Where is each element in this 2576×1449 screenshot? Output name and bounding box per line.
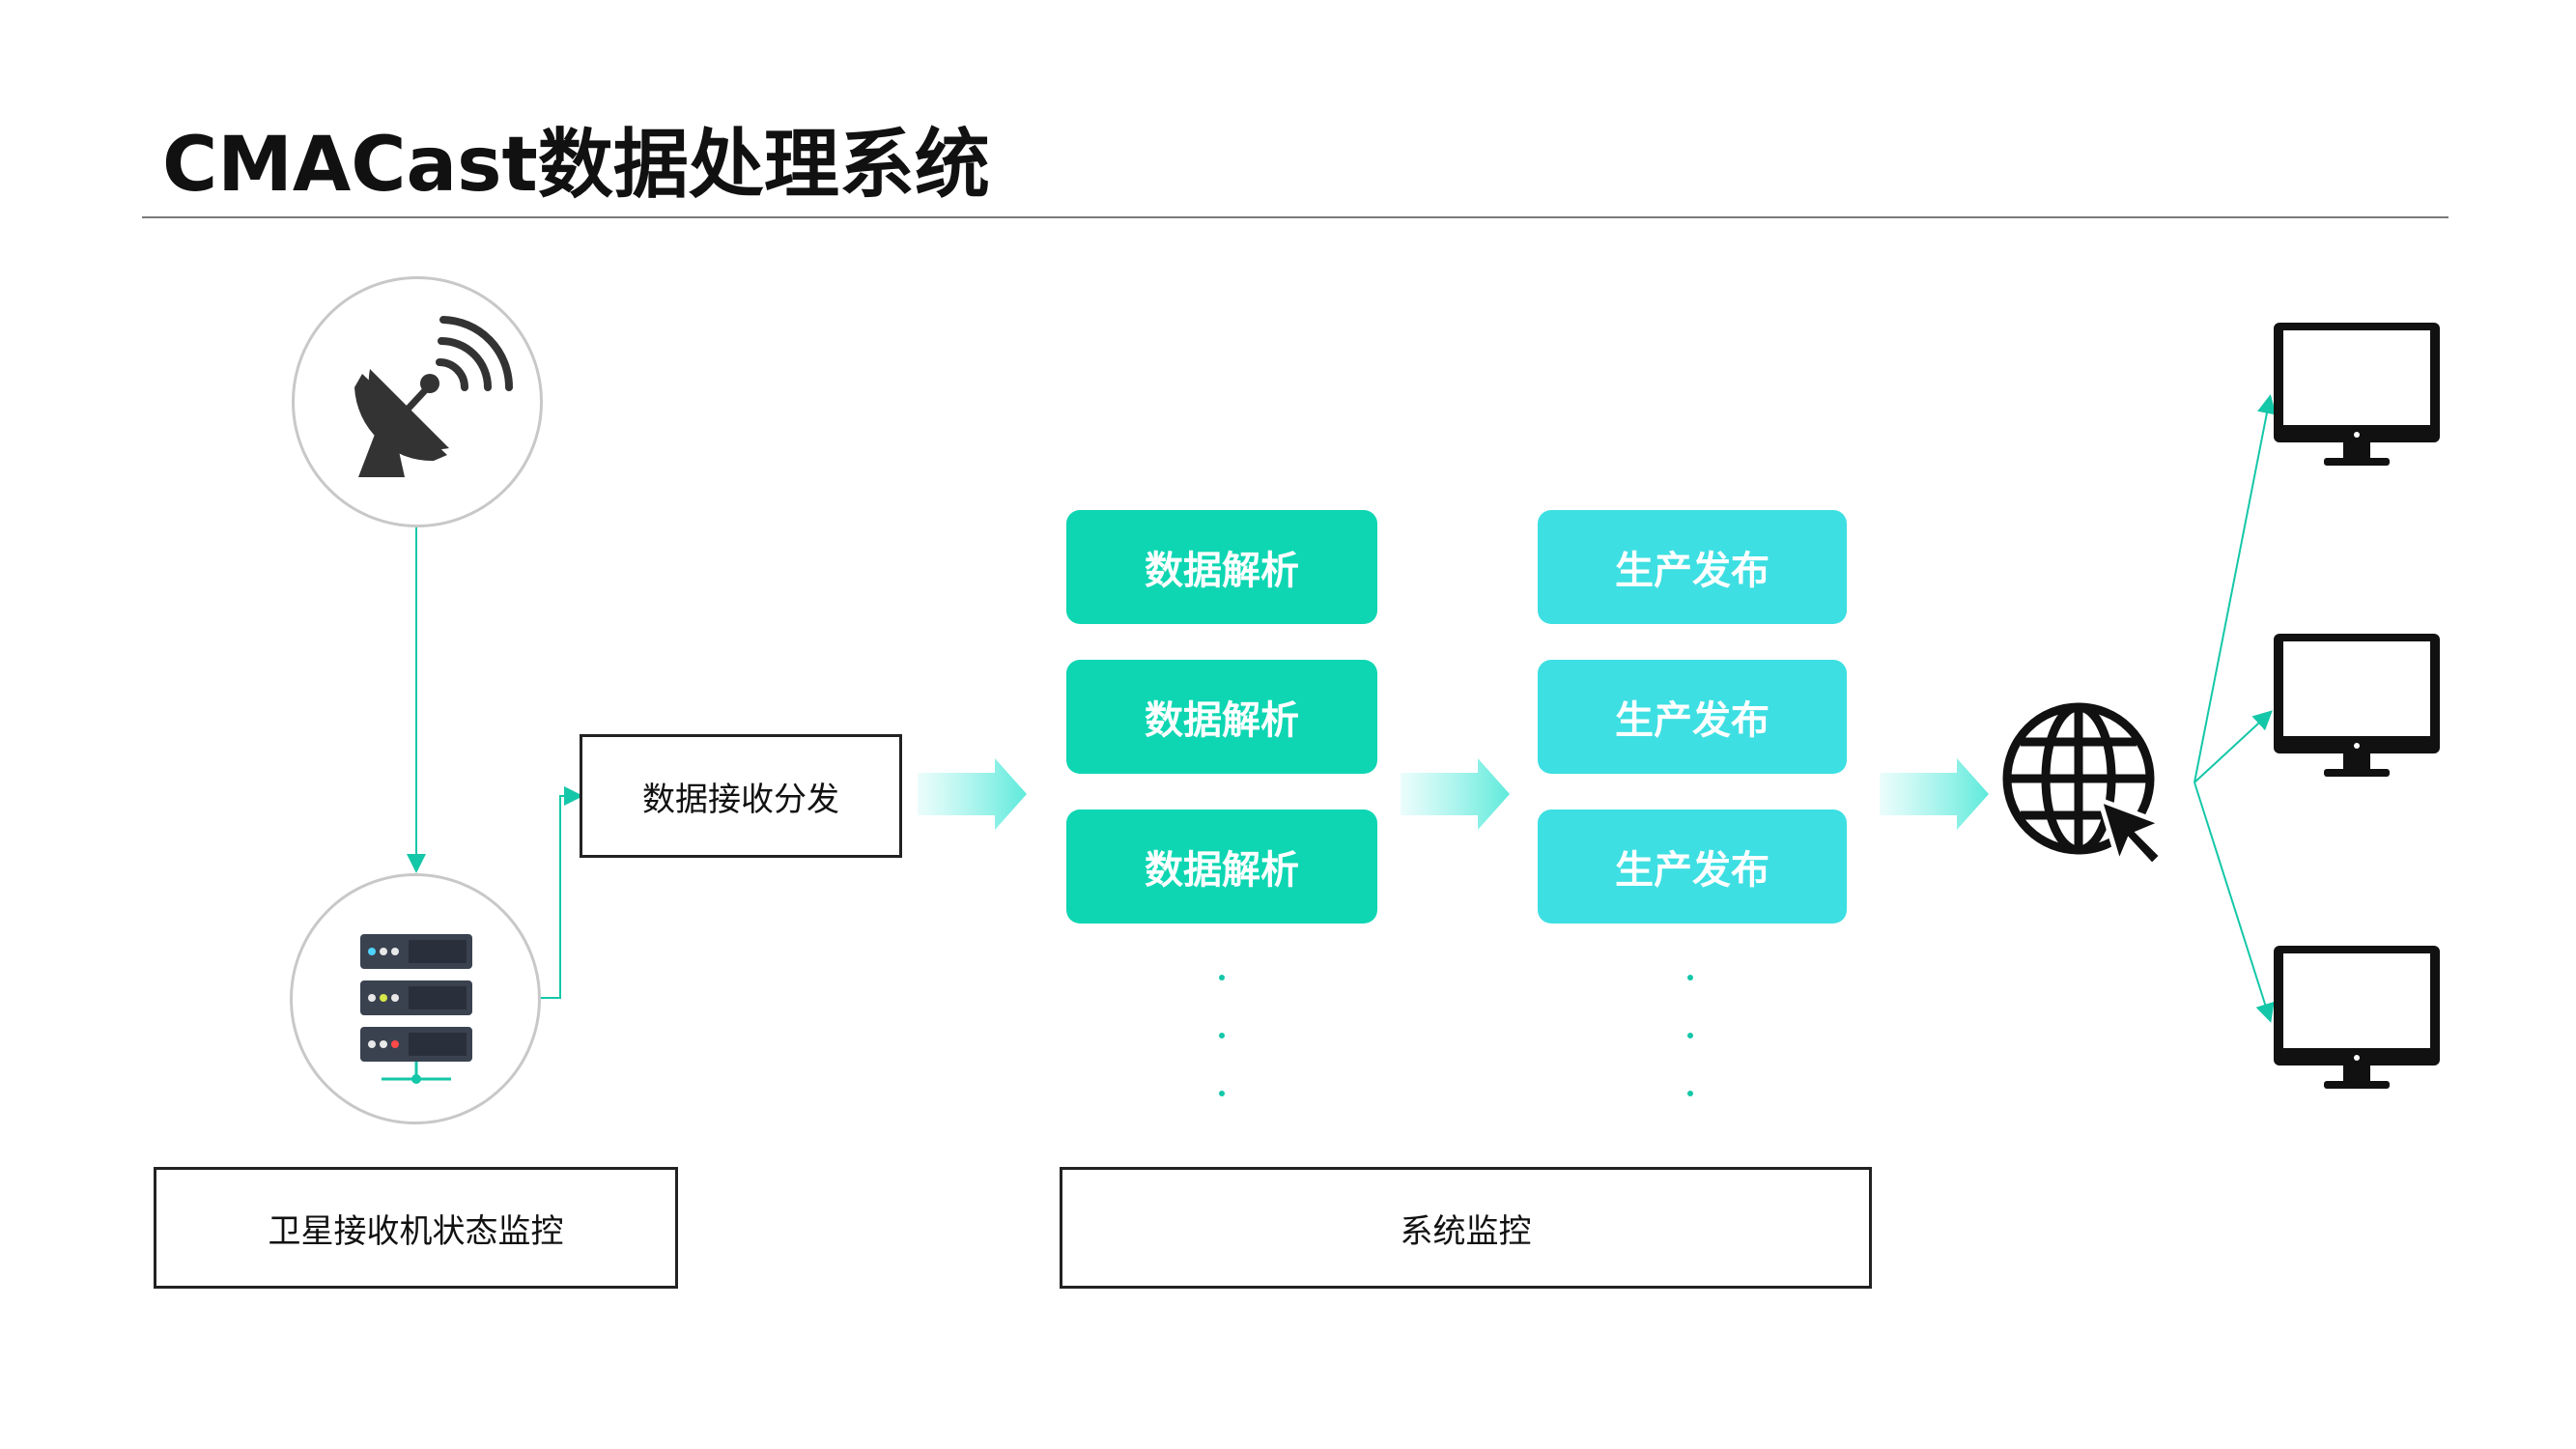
monitor-icon [2274,323,2440,466]
publish-box-2: 生产发布 [1538,660,1847,774]
parse-box-2: 数据解析 [1066,660,1377,774]
server-rack-icon [360,934,472,1084]
globe-node [1999,699,2173,873]
publish-box-1: 生产发布 [1538,510,1847,624]
flow-arrow-3 [1880,758,1989,830]
globe-cursor-icon [2002,702,2168,871]
parse-ellipsis-dot [1219,1091,1225,1096]
monitor-icon [2274,946,2440,1089]
publish-box-3: 生产发布 [1538,810,1847,923]
publish-ellipsis-dot [1687,1033,1693,1038]
system-monitor-box: 系统监控 [1060,1167,1872,1289]
server-to-dispatch-connector [538,786,583,999]
flow-arrow-2 [1401,758,1510,830]
flow-arrow-1 [918,758,1027,830]
publish-ellipsis-dot [1687,1091,1693,1096]
receive-dispatch-box: 数据接收分发 [580,734,902,858]
monitor-icon [2274,634,2440,777]
parse-box-1: 数据解析 [1066,510,1377,624]
satellite-node [292,276,543,527]
client-monitor-1 [2270,319,2444,473]
publish-ellipsis-dot [1687,975,1693,980]
client-monitor-2 [2270,630,2444,784]
parse-box-3: 数据解析 [1066,810,1377,923]
page-title: CMACast数据处理系统 [162,122,990,209]
parse-ellipsis-dot [1219,1033,1225,1038]
globe-to-monitor-1 [2194,394,2277,783]
globe-to-monitor-2 [2194,710,2273,783]
satellite-dish-icon [354,316,513,477]
client-monitor-3 [2270,942,2444,1096]
globe-to-monitor-3 [2194,781,2275,1023]
receiver-status-monitor-box: 卫星接收机状态监控 [154,1167,678,1289]
server-node [290,873,541,1124]
title-divider [142,216,2449,218]
parse-ellipsis-dot [1219,975,1225,980]
